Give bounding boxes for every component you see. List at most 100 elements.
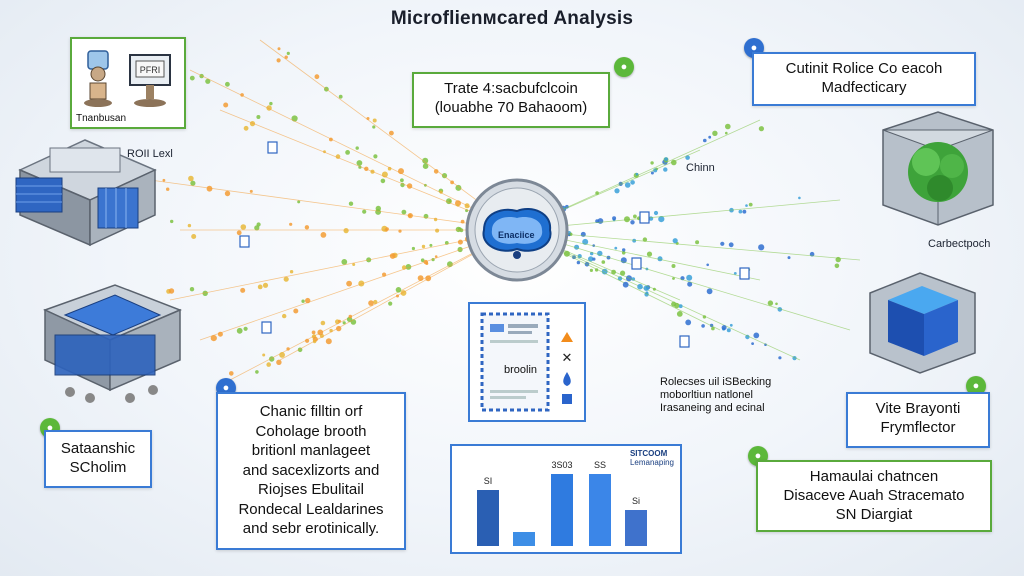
center-left-line: and sebr erotinically. — [242, 520, 380, 537]
particle-dot — [311, 330, 316, 335]
chart-bar-label: Si — [631, 496, 640, 506]
particle-dot — [224, 190, 231, 197]
particle-dot — [191, 234, 197, 239]
document-icon — [679, 335, 690, 348]
right-bottom-box-line2: Disaceve Auah Stracemato — [783, 486, 965, 504]
chart-bar — [625, 510, 647, 546]
particle-dot — [617, 276, 623, 281]
particle-dot — [389, 130, 394, 136]
particle-dot — [729, 323, 733, 327]
middle-right-line: Irasaneing and ecinal — [660, 402, 765, 415]
particle-dot — [422, 157, 429, 164]
particle-dot — [282, 313, 287, 319]
server-cube-top-left — [15, 139, 157, 247]
particle-dot — [229, 371, 234, 376]
center-left-line: Chanic filltin orf — [259, 403, 363, 420]
particle-dot — [343, 228, 349, 234]
left-bottom-box: Sataanshic SCholim — [44, 430, 152, 488]
particle-dot — [348, 314, 353, 319]
particle-dot — [422, 163, 429, 169]
particle-dot — [401, 209, 407, 215]
particle-dot — [395, 287, 402, 293]
particle-dot — [190, 180, 196, 186]
particle-dot — [352, 263, 356, 266]
particle-trail — [259, 39, 518, 231]
particle-dot — [576, 260, 581, 265]
particle-dot — [778, 356, 782, 360]
particle-dot — [368, 300, 374, 306]
document-icon — [639, 211, 650, 224]
particle-dot — [643, 285, 649, 291]
particle-dot — [650, 171, 654, 175]
chart-bar — [477, 490, 499, 546]
particle-dot — [276, 58, 281, 63]
top-center-box-line1: Trate 4:sacbufclcoin — [444, 80, 578, 97]
chin-label: Chinn — [686, 162, 715, 174]
particle-dot — [725, 123, 731, 130]
particle-dot — [389, 253, 396, 259]
particle-dot — [601, 268, 608, 275]
people-screen-illustration: PFRI — [84, 50, 171, 107]
particle-dot — [434, 255, 438, 258]
particle-dot — [721, 325, 727, 331]
particle-dot — [375, 205, 381, 212]
right-bottom-box-line3: SN Diargiat — [835, 505, 913, 523]
particle-dot — [346, 280, 352, 287]
particle-dot — [701, 324, 705, 328]
right-mid-box: Vite Brayonti Frymflector — [846, 392, 990, 448]
particle-dot — [297, 200, 301, 204]
square-icon — [562, 394, 572, 404]
particle-dot — [206, 185, 213, 192]
particle-dot — [455, 184, 462, 191]
particle-dot — [758, 126, 765, 132]
particle-dot — [421, 244, 426, 249]
particle-dot — [320, 232, 327, 238]
particle-trail — [169, 229, 518, 301]
particle-dot — [289, 270, 294, 274]
particle-dot — [751, 342, 754, 345]
particle-dot — [748, 202, 753, 207]
particle-dot — [276, 359, 282, 365]
particle-dot — [262, 353, 266, 357]
particle-trail — [229, 229, 518, 381]
chart-bar — [551, 474, 573, 546]
particle-dot — [663, 167, 668, 172]
particle-dot — [188, 175, 194, 182]
center-left-line: Rondecal Lealdarines — [238, 500, 384, 518]
particle-dot — [189, 75, 195, 81]
middle-right-line: moborltiun natlonel — [660, 389, 753, 402]
particle-dot — [277, 47, 281, 51]
left-bottom-box-line1: Sataanshic — [60, 440, 136, 457]
particle-dot — [646, 251, 653, 257]
left-bottom-box-line2: SCholim — [69, 458, 127, 476]
chart-bar — [589, 474, 611, 546]
particle-dot — [672, 277, 675, 280]
particle-trail — [219, 109, 518, 231]
particle-dot — [325, 338, 332, 345]
particle-dot — [187, 223, 192, 228]
particle-dot — [243, 326, 248, 331]
particle-dot — [614, 188, 620, 194]
chart-legend: SITCOOM Lemanaping — [630, 449, 674, 468]
particle-dot — [725, 131, 728, 135]
particle-trail — [516, 229, 851, 331]
particle-dot — [236, 327, 243, 334]
right-bottom-box: Hamaulai chatncen Disaceve Auah Stracema… — [756, 460, 992, 532]
document-panel: ✕ broolin — [468, 302, 586, 422]
particle-dot — [240, 224, 247, 230]
middle-right-line: Rolecses uil iSBecking — [660, 376, 772, 388]
page-title: Microflienмcared Analysis — [390, 8, 634, 29]
particle-dot — [435, 228, 440, 233]
particle-dot — [243, 125, 249, 131]
particle-trail — [149, 179, 518, 231]
particle-dot — [711, 326, 715, 331]
document-icon — [239, 235, 250, 248]
document-icon — [267, 141, 278, 154]
particle-dot — [240, 287, 246, 293]
middle-right-text: Rolecses uil iSBecking moborltiun natlon… — [660, 376, 771, 416]
top-center-box: Trate 4:sacbufclcoin (louabhe 70 Bahaoom… — [412, 72, 610, 128]
right-cube-label: Carbectpoch — [928, 238, 991, 250]
central-hub — [465, 178, 569, 282]
document-icon — [631, 257, 642, 270]
